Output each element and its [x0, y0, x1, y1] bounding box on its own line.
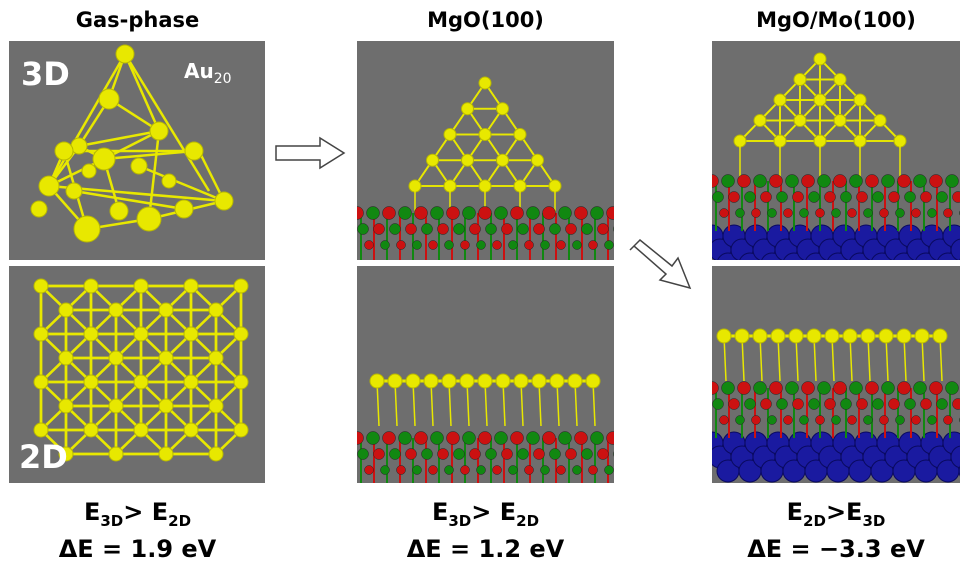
title-mgo: MgO(100)	[357, 0, 614, 40]
caption-gas: E3D> E2D ΔE = 1.9 eV	[20, 498, 255, 563]
panel-mgo-2d	[357, 266, 614, 483]
energy-relation: E3D> E2D	[357, 498, 614, 535]
title-mgo-mo: MgO/Mo(100)	[712, 0, 960, 40]
label-2d: 2D	[19, 438, 68, 476]
gold-pyramid-on-mgo-mo	[712, 41, 960, 260]
au-symbol: Au	[184, 59, 214, 83]
panel-gas-2d: 2D	[9, 266, 265, 483]
title-gas-phase: Gas-phase	[20, 0, 255, 40]
caption-mgo: E3D> E2D ΔE = 1.2 eV	[357, 498, 614, 563]
panel-mgomo-2d	[712, 266, 960, 483]
gold-pyramid-on-mgo	[357, 41, 614, 260]
caption-mgomo: E2D>E3D ΔE = −3.3 eV	[712, 498, 960, 563]
panel-mgo-3d	[357, 41, 614, 260]
label-au20: Au20	[184, 59, 232, 87]
panel-gas-3d: 3D Au20	[9, 41, 265, 260]
energy-relation: E2D>E3D	[712, 498, 960, 535]
gold-layer-on-mgo	[357, 266, 614, 483]
label-3d: 3D	[21, 55, 70, 93]
gold-layer-on-mgo-mo	[712, 266, 960, 483]
right-arrow-icon	[274, 136, 346, 170]
energy-relation: E3D> E2D	[20, 498, 255, 535]
diagonal-arrow-icon	[624, 236, 694, 292]
au-subscript: 20	[214, 71, 232, 87]
panel-mgomo-3d	[712, 41, 960, 260]
